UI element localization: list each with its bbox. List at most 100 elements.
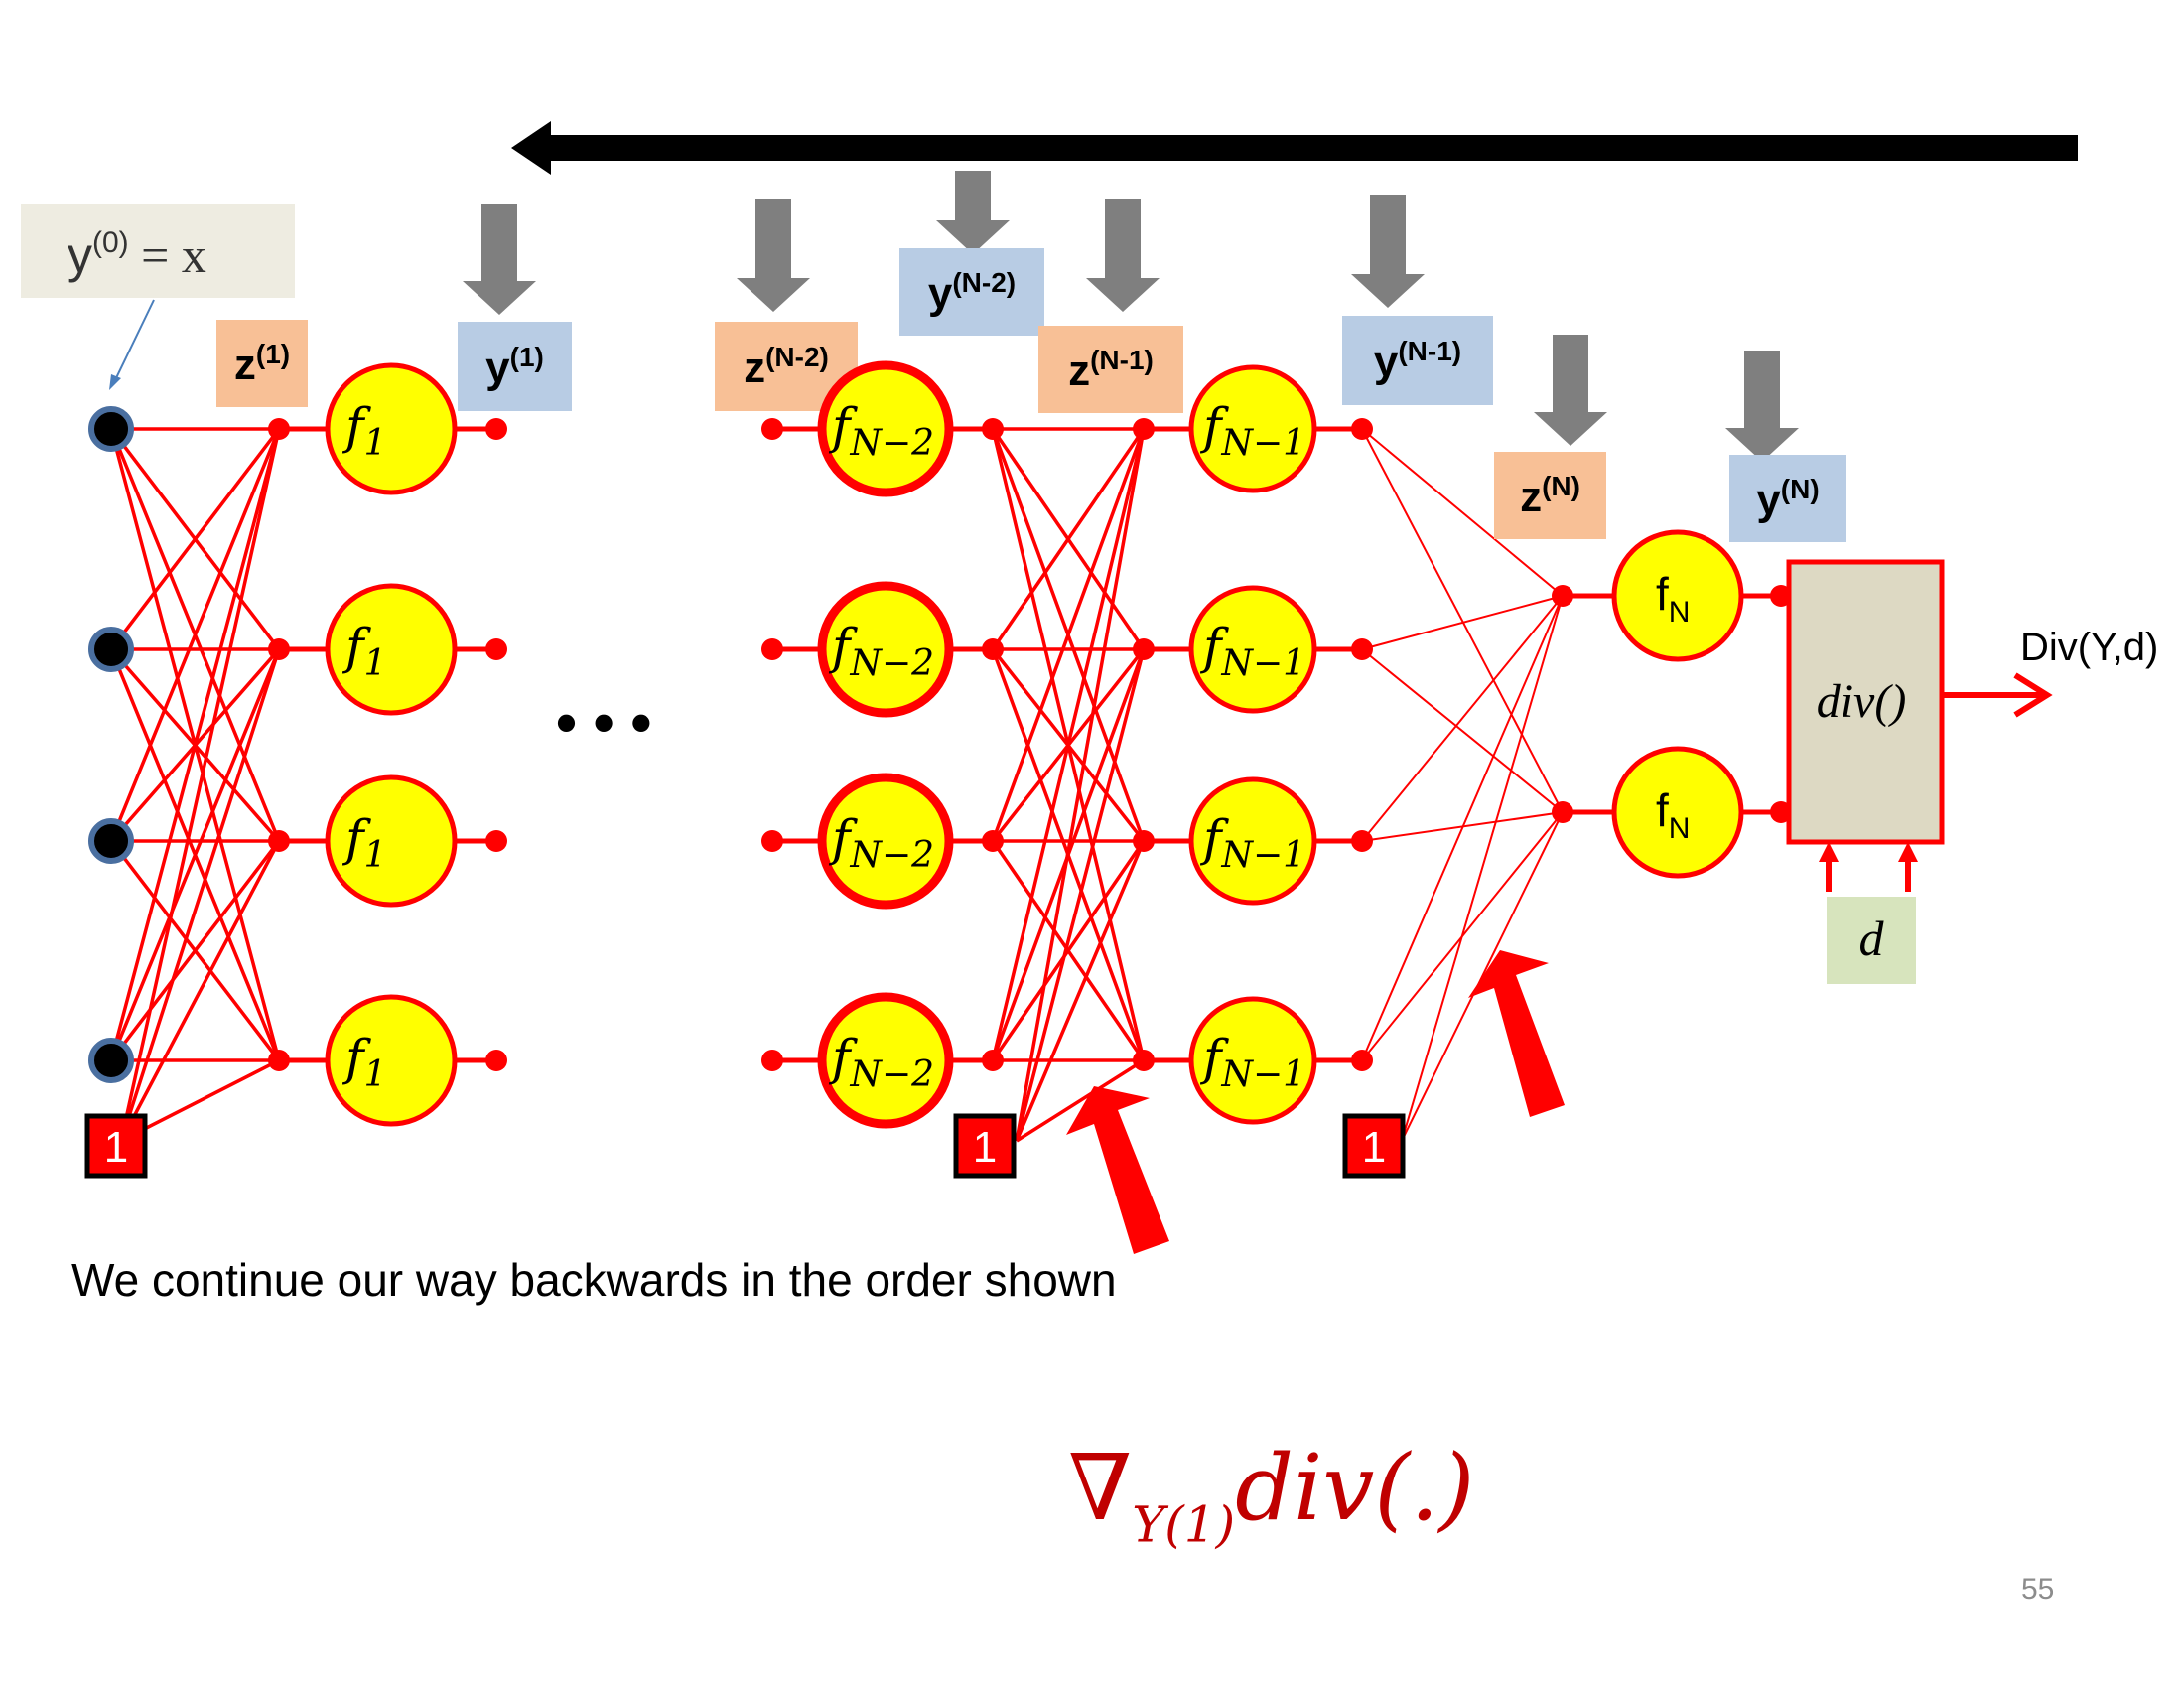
neuron: fN−1 — [1188, 776, 1317, 906]
edge — [1015, 428, 1146, 1142]
layer-label: y(1) — [485, 342, 544, 392]
connection-dot — [485, 418, 507, 440]
edge — [119, 648, 281, 1142]
neuron: f1 — [325, 362, 458, 495]
gray-down-arrow-icon — [1534, 335, 1607, 446]
order-arrow-icon — [1066, 1086, 1169, 1254]
bias-label: 1 — [1362, 1123, 1386, 1172]
connection-dot — [1351, 418, 1373, 440]
edge — [1361, 428, 1564, 813]
edge — [991, 428, 1146, 650]
layer-ellipsis: • • • — [556, 689, 651, 756]
layer-label: z(N-1) — [1068, 345, 1154, 395]
edge — [119, 840, 281, 1142]
connection-dot — [1133, 1050, 1155, 1071]
edge — [1016, 1058, 1145, 1143]
neuron: fN−1 — [1188, 364, 1317, 493]
backward-arrow-icon — [511, 121, 2078, 175]
edge — [109, 648, 281, 1061]
target-label: d — [1859, 911, 1885, 966]
edge — [1361, 428, 1564, 597]
bias-label: 1 — [973, 1123, 997, 1172]
edge — [991, 428, 1146, 1061]
neuron: fN−1 — [1188, 996, 1317, 1125]
edge — [1361, 595, 1564, 650]
target-box: d — [1819, 842, 1918, 984]
gray-down-arrows — [463, 171, 1799, 462]
layer-label: z(1) — [234, 339, 290, 389]
edge — [1401, 595, 1564, 1142]
connection-dot — [1351, 1050, 1373, 1071]
bias-label: 1 — [104, 1123, 128, 1172]
neuron: fN−2 — [817, 581, 954, 718]
edge — [119, 428, 281, 1142]
connection-dot — [761, 1050, 783, 1071]
edge — [109, 428, 281, 1061]
bias-node: 1 — [1342, 1113, 1406, 1179]
input-label-box: y(0) = x — [21, 204, 295, 390]
neuron: f1 — [325, 774, 458, 908]
layer-label-box: y(1) — [458, 322, 572, 411]
neuron: fN−2 — [817, 773, 954, 910]
connection-dot — [1351, 638, 1373, 660]
connection-dot — [485, 830, 507, 852]
neuron: fN — [1611, 746, 1744, 879]
connection-dot — [1351, 830, 1373, 852]
edge — [1361, 595, 1564, 842]
neuron-label: fN — [1656, 784, 1690, 845]
connection-dot — [1133, 638, 1155, 660]
connection-dot — [1133, 830, 1155, 852]
connection-dot — [982, 638, 1004, 660]
edge — [1015, 840, 1146, 1142]
input-node — [88, 1038, 134, 1083]
connection-dot — [982, 418, 1004, 440]
neurons: f1f1f1f1fN−2fN−2fN−2fN−2fN−1fN−1fN−1fN−1… — [325, 360, 1744, 1129]
divergence-box: div() Div(Y,d) — [1786, 559, 2158, 845]
edge — [1361, 648, 1564, 813]
layer-labels: z(1)y(1)z(N-2)y(N-2)z(N-1)y(N-1)z(N)y(N) — [216, 248, 1846, 542]
neuron-label: f1 — [341, 618, 386, 684]
connection-dot — [268, 638, 290, 660]
gray-down-arrow-icon — [1725, 351, 1799, 462]
edge — [991, 840, 1146, 1061]
neuron-label: fN — [1656, 568, 1690, 629]
input-node — [88, 406, 134, 452]
layer-label: z(N-2) — [744, 342, 829, 392]
gray-down-arrow-icon — [463, 204, 536, 315]
input-nodes — [88, 406, 134, 1083]
layer-label-box: z(N-1) — [1038, 326, 1183, 413]
neuron: f1 — [325, 994, 458, 1127]
edge — [1401, 811, 1564, 1142]
div-box-label: div() — [1817, 675, 1907, 728]
connection-dot — [268, 1050, 290, 1071]
neuron-label: fN−1 — [1199, 809, 1305, 876]
layer-label-box: z(1) — [216, 320, 308, 407]
edge — [1015, 648, 1146, 1142]
connection-dot — [485, 638, 507, 660]
connection-dot — [982, 830, 1004, 852]
layer-label: y(N-2) — [928, 267, 1016, 318]
neuron: fN−1 — [1188, 585, 1317, 714]
input-label: y(0) = x — [68, 226, 206, 283]
input-node — [88, 627, 134, 672]
caption: We continue our way backwards in the ord… — [71, 1254, 1117, 1306]
neuron-label: fN−1 — [1199, 1029, 1305, 1095]
edge — [109, 427, 281, 651]
neuron-label: f1 — [341, 397, 386, 464]
output-label: Div(Y,d) — [2020, 626, 2158, 669]
gray-down-arrow-icon — [737, 199, 810, 312]
connection-dot — [1552, 585, 1573, 607]
connection-dot — [1552, 801, 1573, 823]
input-node — [88, 818, 134, 864]
edge — [109, 428, 281, 842]
neuron-label: fN−1 — [1199, 618, 1305, 684]
neuron-label: fN−1 — [1199, 397, 1305, 464]
bias-node: 1 — [84, 1113, 148, 1179]
gradient-formula: ∇Y(1)div(.) — [1068, 1435, 1475, 1554]
edge — [1361, 595, 1564, 1061]
connection-dot — [761, 638, 783, 660]
bias-node: 1 — [953, 1113, 1017, 1179]
connection-dot — [1133, 418, 1155, 440]
